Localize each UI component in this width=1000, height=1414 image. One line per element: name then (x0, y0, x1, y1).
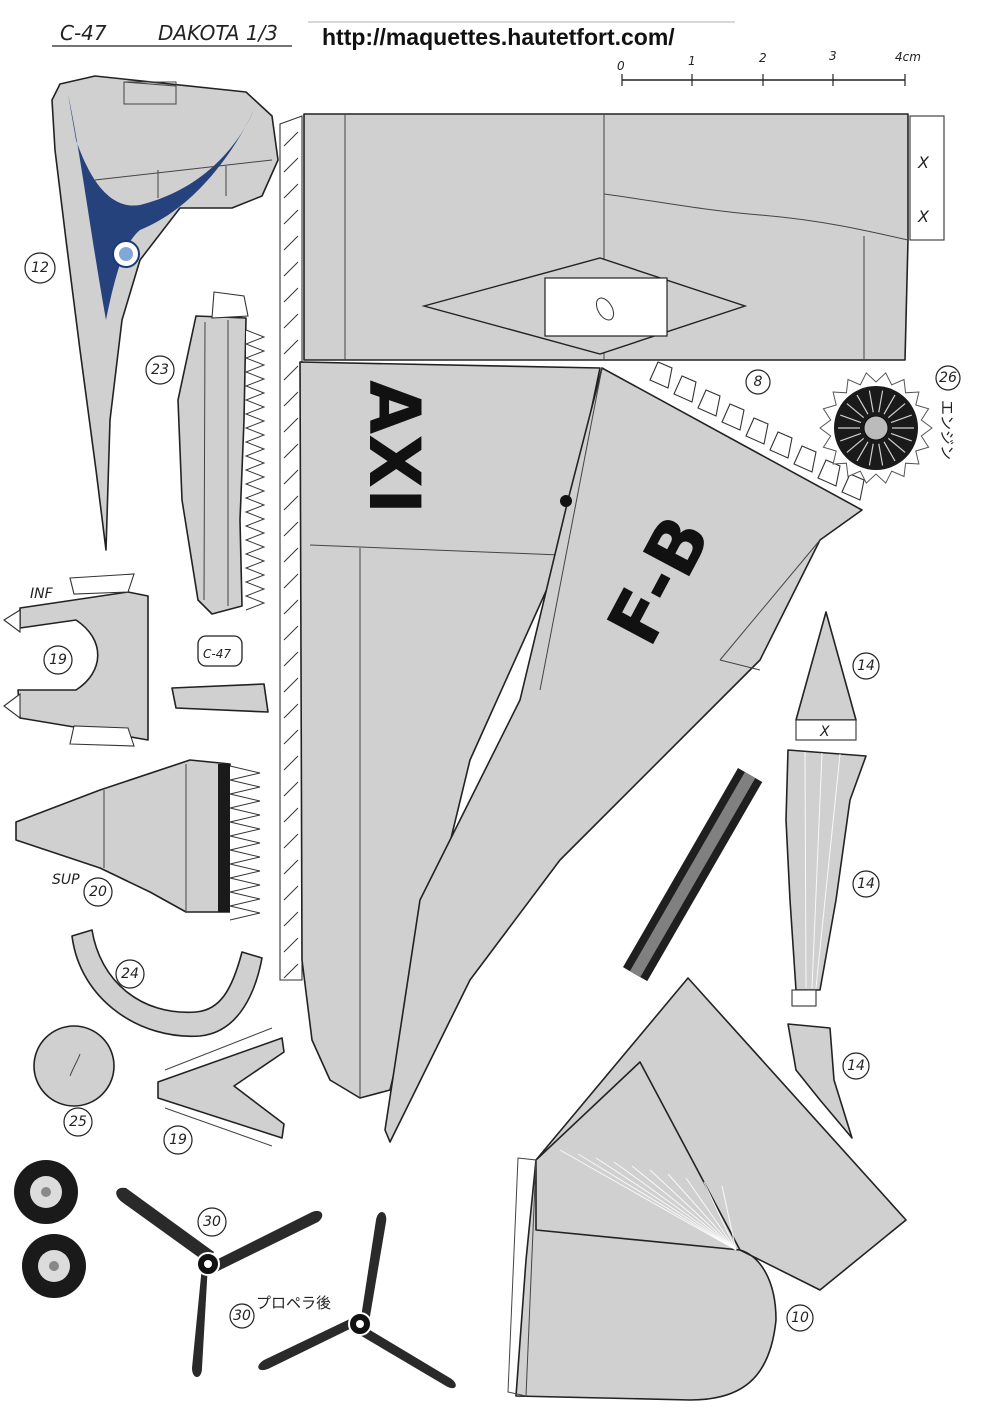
part-number-14c: 14 (842, 1052, 870, 1080)
label-inf: INF (30, 586, 54, 602)
part-8-fuselage-top[interactable]: X X (303, 113, 945, 369)
part-10-horizontal-stabilizer[interactable] (507, 977, 907, 1401)
model-name: DAKOTA 1/3 (158, 21, 278, 45)
svg-text:10: 10 (791, 1310, 809, 1326)
label-engine-jp: エンジン (938, 400, 956, 460)
svg-text:14: 14 (857, 658, 875, 674)
part-23-curved-strip[interactable] (177, 291, 266, 615)
scale-tick-3: 3 (829, 49, 837, 63)
wing-pivot-hole (560, 495, 572, 507)
fuselage-tab (909, 115, 945, 241)
part-wing-panel[interactable]: F-B (384, 361, 865, 1143)
propeller-rear[interactable] (258, 1211, 456, 1389)
part-gear-strip[interactable] (623, 768, 763, 982)
part-number-23: 23 (145, 355, 175, 385)
wing-glue-tabs (649, 361, 865, 501)
part-19-chevron[interactable] (157, 1027, 285, 1147)
model-title: C-47 (60, 21, 107, 45)
scale-tick-1: 1 (688, 54, 696, 68)
label-sup: SUP (52, 872, 80, 888)
svg-text:14: 14 (857, 876, 875, 892)
part-number-labels: 8 10 12 14 14 14 19 19 20 23 24 25 26 30… (24, 252, 961, 1332)
part-number-10: 10 (786, 1304, 814, 1332)
nacelle-black-band (218, 764, 230, 912)
cockpit-cutout (544, 277, 668, 337)
part-number-30b: 30 (229, 1303, 255, 1329)
svg-text:30: 30 (203, 1214, 221, 1230)
airline-livery-swoosh (68, 94, 254, 320)
globe-icon (119, 247, 133, 261)
fuselage-code-text: AXI (353, 380, 435, 514)
part-number-19a: 19 (43, 645, 73, 675)
part-12-tail-fin[interactable] (51, 75, 279, 551)
glue-strip-hatched (279, 115, 303, 981)
part-26-engine-face[interactable] (819, 372, 933, 484)
part-number-14b: 14 (852, 870, 880, 898)
disc-mark-icon (69, 1053, 81, 1077)
part-14-top[interactable]: X (795, 611, 857, 741)
part-14-cross: X (819, 724, 830, 740)
hub-icon (41, 1187, 51, 1197)
part-number-12: 12 (24, 252, 56, 284)
svg-text:19: 19 (49, 652, 67, 668)
engine-hub-icon (863, 415, 889, 441)
hub-icon (49, 1261, 59, 1271)
part-number-24: 24 (115, 959, 145, 989)
dakota-badge: C-47 (197, 635, 243, 667)
tab-cross-mark-2: X (917, 207, 930, 226)
site-url[interactable]: http://maquettes.hautetfort.com/ (322, 24, 675, 50)
wheel-2[interactable] (22, 1234, 86, 1298)
scale-tick-4: 4cm (895, 50, 921, 64)
part-number-20: 20 (83, 877, 113, 907)
part-number-30a: 30 (197, 1207, 227, 1237)
propeller-front[interactable] (116, 1187, 323, 1377)
part-number-19b: 19 (163, 1125, 193, 1155)
svg-text:8: 8 (754, 374, 763, 390)
part-number-14a: 14 (852, 652, 880, 680)
cutout-mark-icon (595, 297, 615, 321)
part-25-disc[interactable] (33, 1025, 115, 1107)
part-small-strip[interactable] (171, 683, 269, 713)
svg-text:24: 24 (121, 966, 139, 982)
prop-hub-icon (356, 1320, 364, 1328)
svg-text:23: 23 (151, 362, 169, 378)
part-number-25: 25 (63, 1107, 93, 1137)
part-24-arc[interactable] (71, 929, 263, 1038)
svg-text:30: 30 (233, 1308, 251, 1324)
part-fuselage-side[interactable]: AXI (299, 361, 601, 1099)
part-19-lower-panel[interactable]: INF (3, 573, 149, 747)
part-number-26: 26 (935, 365, 961, 391)
scale-tick-2: 2 (759, 51, 767, 65)
svg-text:26: 26 (939, 370, 957, 386)
header: C-47 DAKOTA 1/3 http://maquettes.hautetf… (52, 21, 735, 50)
svg-text:20: 20 (89, 884, 107, 900)
part-14-bottom[interactable] (787, 1023, 853, 1139)
wheel-1[interactable] (14, 1160, 78, 1224)
svg-text:14: 14 (847, 1058, 865, 1074)
scale-bar: 0 1 2 3 4cm (617, 49, 921, 86)
label-propeller-jp: プロペラ後 (256, 1294, 331, 1312)
svg-text:12: 12 (31, 260, 49, 276)
svg-text:25: 25 (69, 1114, 87, 1130)
scale-tick-0: 0 (617, 59, 625, 73)
part-number-8: 8 (745, 369, 771, 395)
svg-text:19: 19 (169, 1132, 187, 1148)
part-14-middle[interactable] (785, 749, 867, 1007)
prop-hub-icon (204, 1260, 212, 1268)
dakota-badge-text: C-47 (203, 647, 231, 661)
tab-cross-mark-1: X (917, 153, 930, 172)
part-20-engine-nacelle[interactable]: SUP (15, 759, 261, 921)
